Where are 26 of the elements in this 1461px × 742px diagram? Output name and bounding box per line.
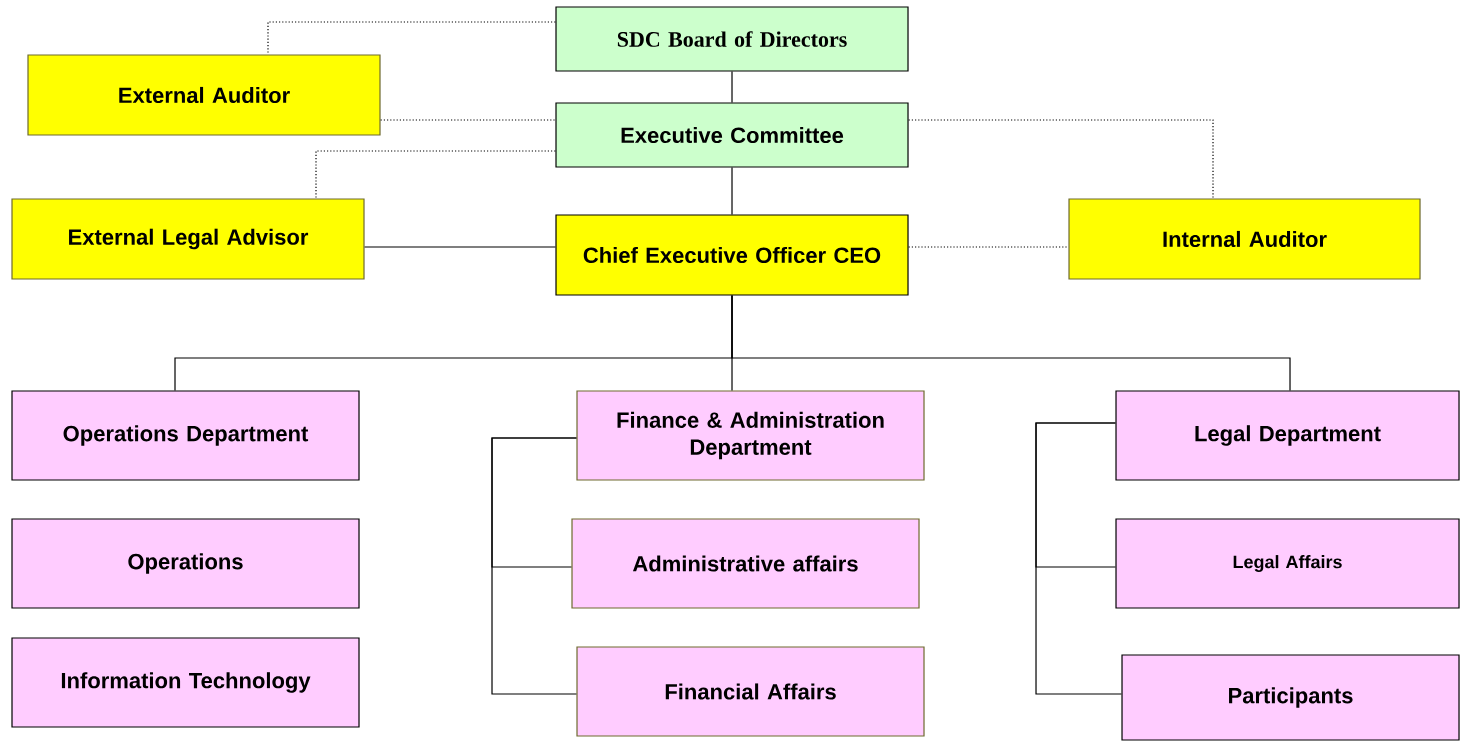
officer-box: Chief Executive Officer CEO	[555, 214, 909, 296]
reporting-line	[491, 437, 577, 695]
department-box: Legal Department	[1115, 390, 1460, 481]
unit-box: Operations	[11, 518, 360, 609]
reporting-line	[1035, 422, 1122, 695]
advisor-box: External Legal Advisor	[11, 198, 365, 280]
advisor-box: External Auditor	[27, 54, 381, 136]
connector-line	[315, 150, 556, 199]
department-box: Finance & Administration Department	[576, 390, 925, 481]
department-box: Operations Department	[11, 390, 360, 481]
connector-line	[908, 246, 1069, 248]
unit-box: Administrative affairs	[571, 518, 920, 609]
unit-box: Legal Affairs	[1115, 518, 1460, 609]
unit-box: Financial Affairs	[576, 646, 925, 737]
reporting-line	[731, 71, 733, 103]
reporting-line	[364, 246, 556, 248]
connector-line	[380, 119, 556, 121]
unit-box: Participants	[1121, 654, 1460, 741]
board-box: SDC Board of Directors	[555, 6, 909, 72]
advisor-box: Internal Auditor	[1068, 198, 1421, 280]
connector-line	[267, 21, 556, 55]
unit-box: Information Technology	[11, 637, 360, 728]
committee-box: Executive Committee	[555, 102, 909, 168]
reporting-line	[731, 295, 1291, 391]
connector-line	[908, 119, 1214, 199]
reporting-line	[731, 167, 733, 215]
